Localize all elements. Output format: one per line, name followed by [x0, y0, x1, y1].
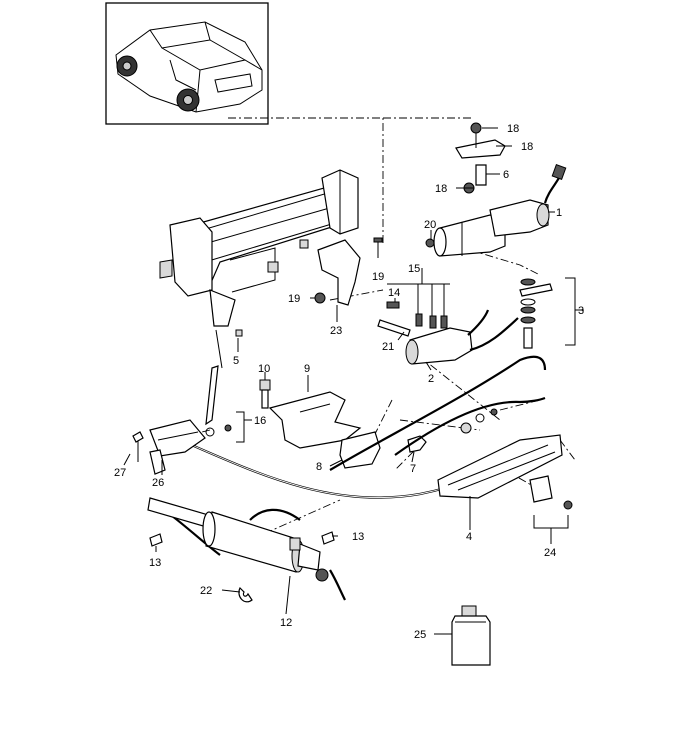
callout-22: 22 [200, 585, 212, 597]
callout-10: 10 [258, 363, 270, 375]
screw-27 [132, 431, 144, 462]
hydraulic-cylinder-12 [147, 497, 329, 582]
latch-26 [149, 419, 206, 475]
screw-20 [425, 238, 435, 248]
callout-12: 12 [280, 617, 292, 629]
leader-lines [123, 127, 555, 635]
hydraulic-fluid-bottle-25 [451, 605, 491, 666]
valve-assembly [377, 309, 519, 365]
bracket-9 [268, 391, 362, 449]
screw-19 [373, 237, 383, 258]
pump-bracket [455, 122, 506, 194]
callout-20: 20 [424, 219, 436, 231]
callout-3: 3 [578, 305, 584, 317]
callout-6: 6 [503, 169, 509, 181]
callout-25: 25 [414, 629, 426, 641]
callout-27: 27 [114, 467, 126, 479]
callout-labels: 18 18 6 18 1 20 19 15 14 19 23 21 2 3 5 … [114, 123, 584, 641]
hydraulic-pump [433, 164, 567, 257]
roof-frame [159, 169, 359, 327]
callout-18: 19 [288, 293, 300, 305]
pin-5 [215, 329, 243, 369]
fittings-set-3 [519, 277, 584, 349]
callout-1: 1 [556, 207, 562, 219]
parts-set-15 [386, 283, 450, 329]
callout-13: 13 [149, 557, 161, 569]
callout-21: 21 [382, 341, 394, 353]
callout-18: 18 [507, 123, 519, 135]
bleed-nipple-13 [149, 531, 335, 547]
callout-19: 19 [372, 271, 384, 283]
linkage-16 [205, 365, 245, 443]
small-hardware [460, 408, 498, 434]
clip-7 [407, 435, 427, 453]
vehicle-thumbnail [105, 2, 269, 125]
callout-5: 5 [233, 355, 239, 367]
connector-24 [529, 475, 573, 538]
screw-10 [259, 379, 271, 409]
callout-8: 8 [316, 461, 322, 473]
callout-9: 9 [304, 363, 310, 375]
callout-24: 24 [544, 547, 556, 559]
clip-22 [238, 586, 253, 603]
callout-15: 15 [408, 263, 420, 275]
callout-2: 2 [428, 373, 434, 385]
callout-18: 18 [435, 183, 447, 195]
bracket-23 [314, 239, 361, 306]
callout-26: 26 [152, 477, 164, 489]
control-unit-4 [437, 434, 563, 499]
callout-16: 16 [254, 415, 266, 427]
callout-14: 14 [388, 287, 400, 299]
callout-17: 18 [521, 141, 533, 153]
callout-23: 23 [330, 325, 342, 337]
callout-13: 13 [352, 531, 364, 543]
callout-7: 7 [410, 463, 416, 475]
callout-4: 4 [466, 531, 472, 543]
